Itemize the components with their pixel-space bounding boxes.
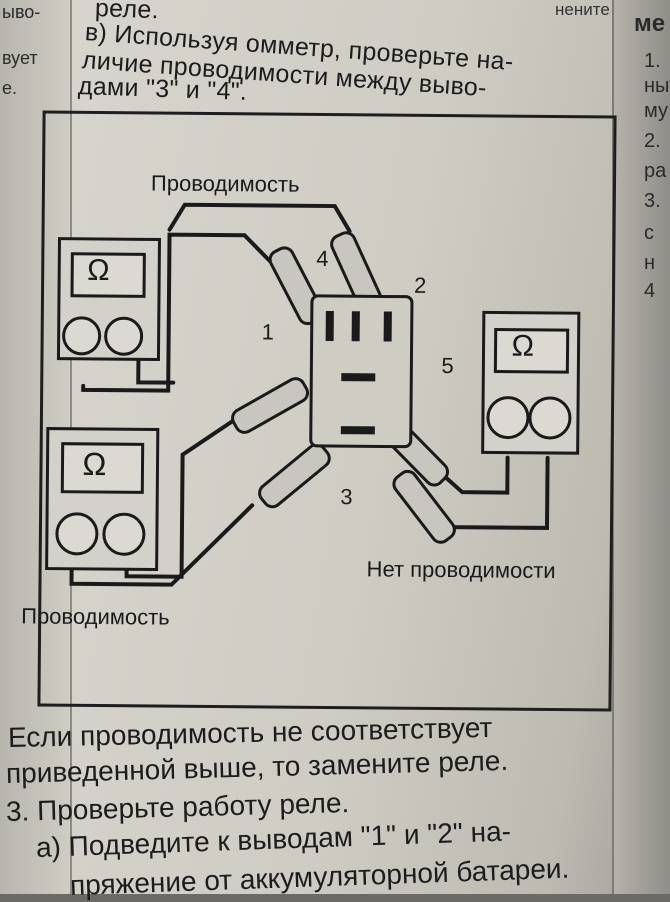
conductivity-label-top: Проводимость <box>150 170 300 197</box>
terminal-label-3: 3 <box>340 484 353 510</box>
terminal-label-4: 4 <box>316 245 329 272</box>
terminal-label-2: 2 <box>413 272 427 298</box>
next-page-text: с <box>644 222 654 244</box>
ohm-symbol: Ω <box>511 329 535 363</box>
next-page-text: ны <box>644 75 670 97</box>
conductivity-label-bottom: Проводимость <box>21 603 170 630</box>
next-page-edge: ме 1. ны му 2. ра 3. с н 4 <box>612 0 670 894</box>
terminal-label-1: 1 <box>261 319 275 345</box>
prev-page-text: ыво- <box>2 2 41 22</box>
header-line: дами "3" и "4". <box>77 72 248 106</box>
next-page-text: 3. <box>644 190 661 212</box>
next-page-text: му <box>644 100 668 122</box>
next-page-text: 4 <box>644 280 656 302</box>
no-conductivity-label: Нет проводимости <box>366 556 556 584</box>
next-page-text: 2. <box>644 130 661 152</box>
relay-test-diagram: Проводимость Проводимость Нет проводимос… <box>21 110 617 712</box>
next-page-text: 1. <box>644 50 661 72</box>
next-page-text: ме <box>634 10 666 37</box>
prev-page-text: вует <box>2 48 38 68</box>
prev-page-text: е. <box>2 78 18 98</box>
next-page-text: н <box>644 252 656 274</box>
ohm-symbol: Ω <box>82 445 107 483</box>
next-page-text: ра <box>644 160 667 182</box>
ohm-symbol: Ω <box>87 253 110 288</box>
diagram-drawing <box>45 202 581 587</box>
margin-word: нените <box>555 0 610 19</box>
terminal-label-5: 5 <box>441 352 454 379</box>
